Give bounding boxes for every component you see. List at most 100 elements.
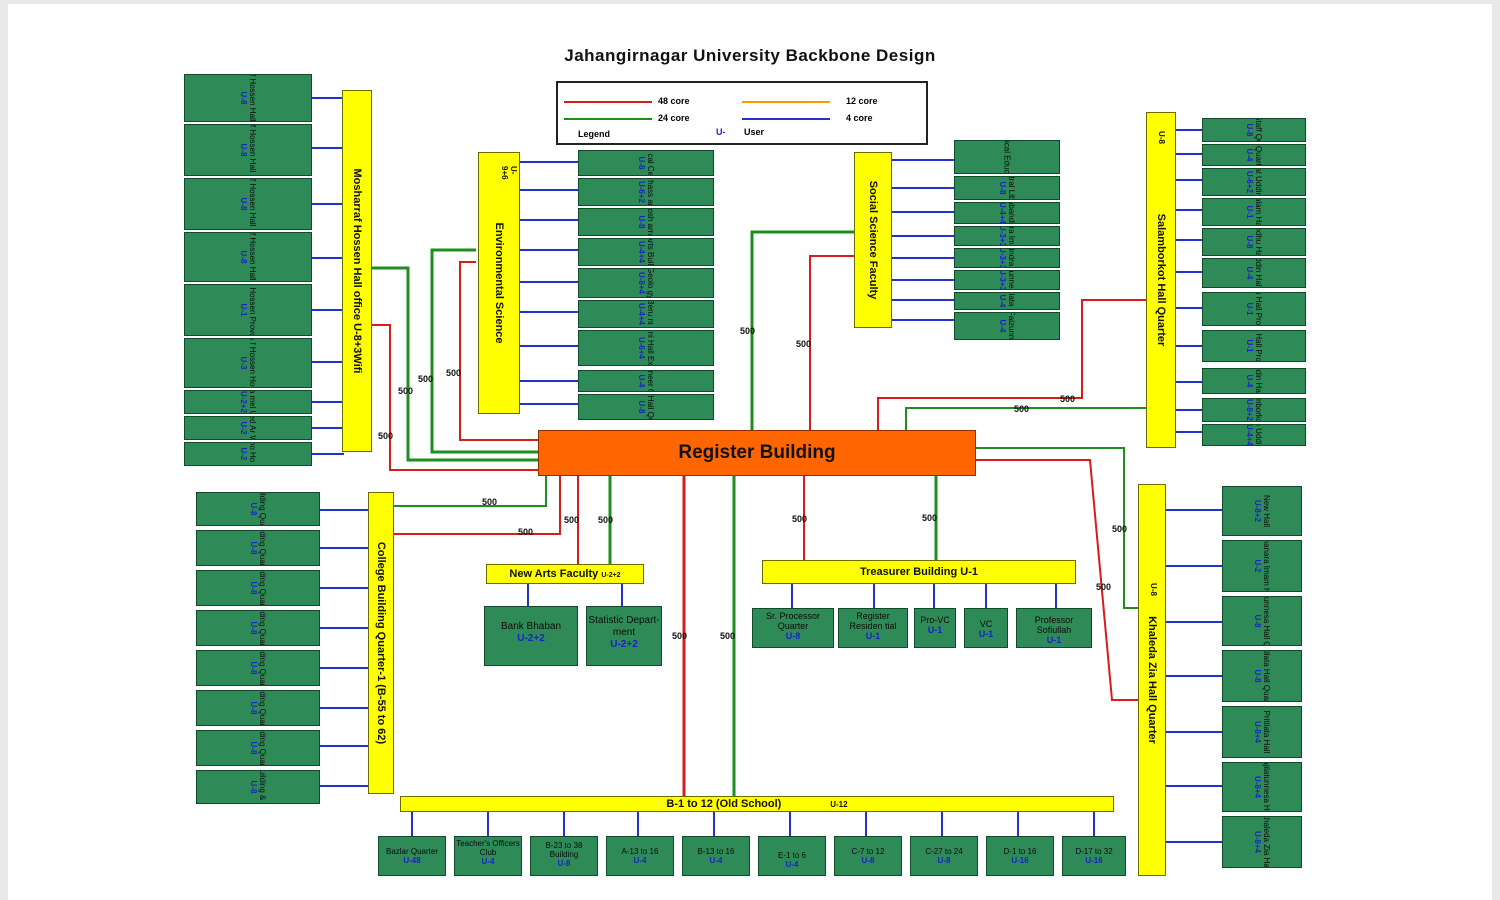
box-text: College Building Quarter-3 (B-54) <box>258 531 267 565</box>
box-text: Mosharraf Hossen Hall Quarter-2 <box>248 125 257 175</box>
box-text: Rabindra Hall <box>1007 249 1016 267</box>
box-text: Fazilatunnesa Hall Quarter <box>1262 596 1271 646</box>
box-u: U-8 <box>557 859 571 868</box>
box-u: U-8 <box>239 250 248 264</box>
box-text: Salamborkot Hall Provost Quarter <box>1254 331 1263 361</box>
env-box-6: Al- Beru ni Hall U-4+4 <box>578 300 714 328</box>
box-text: Hall Staff Quarter <box>1254 119 1263 141</box>
box-text: College Building Quarter-6 (B-48) <box>258 651 267 685</box>
link-label: 500 <box>672 631 688 641</box>
box-u: U-8+4 <box>1253 775 1262 798</box>
college-box-6: College Building Quarter-7 (B-40) U-8 <box>196 690 320 726</box>
box-u: U-48 <box>403 856 421 865</box>
box-u: U-4+4 <box>1245 424 1254 446</box>
box-u: U-8 <box>239 91 248 105</box>
box-u: U-2+2 <box>239 390 248 414</box>
box-u: U-8 <box>1253 614 1262 628</box>
college-box-1: College Building Quarter-2 (Off) U-8 <box>196 492 320 526</box>
box-u: U-4+4 <box>637 240 646 263</box>
box-text: Al- Beru ni Hall <box>646 300 655 328</box>
new-arts-bus: New Arts Faculty U-2+2 <box>486 564 644 584</box>
social-box-5: Rabindra Hall U-3+3 <box>954 248 1060 268</box>
box-text: C-7 to 12 <box>851 847 885 856</box>
social-box-4: Jahanara Imam Hall U-3+3 <box>954 226 1060 246</box>
box-u: U-8 <box>249 701 258 715</box>
box-text: College Building Quarter-4 (B-50) <box>258 571 267 605</box>
env-science-u: U-9+6 <box>500 166 518 180</box>
box-text: Mosharra f Hossen Provost Quarter <box>248 285 257 335</box>
mosharraf-box-2: Mosharraf Hossen Hall Quarter-2 U-8 <box>184 124 312 176</box>
box-text: E-1 to 6 <box>777 851 806 860</box>
env-box-2: Rajib hass an Hall U-6+2 <box>578 178 714 206</box>
box-text: Teacher's Officers Club <box>456 839 520 857</box>
legend-24core: 24 core <box>658 113 690 123</box>
link-label: 500 <box>1112 524 1128 534</box>
box-u: U-1 <box>978 629 994 639</box>
env-box-4: Old Arts Build ing U-4+4 <box>578 238 714 266</box>
box-u: U-4+4 <box>637 302 646 326</box>
box-u: U-4 <box>785 860 799 869</box>
box-text: Mosharraf Hossen Hall Quarter-3 <box>248 179 257 229</box>
salimullah-box-7: Kamal Uddin Hall Provost Quarter U-1 <box>1202 292 1306 326</box>
box-text: Sala mborkot Hall <box>1254 399 1263 421</box>
box-u: U-8+2 <box>1245 398 1254 422</box>
box-u: U-8 <box>239 143 248 157</box>
college-box-8: College Building & JU School U-8 <box>196 770 320 804</box>
legend-u: U- <box>716 127 726 137</box>
box-text: Register Residen tial <box>849 611 897 631</box>
box-text: Bank Bhaban <box>500 621 562 632</box>
env-science-label: Environmental Science <box>493 222 505 344</box>
box-u: U-8 <box>637 156 646 170</box>
box-u: U-4 <box>637 374 646 388</box>
box-u: U-8 <box>249 541 258 555</box>
box-text: College Building Quarter-2 (Off) <box>258 493 267 525</box>
salimullah-box-4: Shahid Salam Hall Provost U-1 <box>1202 198 1306 226</box>
box-text: Ca mel Un <box>248 390 257 414</box>
box-u: U-4 <box>998 319 1007 333</box>
box-text: Rajib Hall Quarter <box>646 395 655 419</box>
link-label: 500 <box>740 326 756 336</box>
link-label: 500 <box>398 386 414 396</box>
social-science-label: Social Science Faculty <box>867 180 879 300</box>
box-text: Physical Education <box>1002 140 1012 174</box>
box-u: U-1 <box>865 631 881 641</box>
env-box-1: Medi cal Cent er U-8 <box>578 150 714 176</box>
legend-title: Legend <box>578 129 611 139</box>
college-label: College Building Quarter-1 (B-55 to 62) <box>375 541 387 745</box>
box-u: U-1 <box>927 625 943 635</box>
box-u: U-8+2 <box>1253 499 1262 523</box>
box-text: Nawab Faizunnesa Hall <box>1007 313 1016 339</box>
box-u: U-8 <box>249 581 258 595</box>
new-arts-u: U-2+2 <box>601 572 621 579</box>
box-text: College Building Quarter-8 (B-44) <box>258 731 267 765</box>
env-box-3: Mirr Mosh arraf Bldg U-8 <box>578 208 714 236</box>
box-text: Bangabandhu Hall Quarter <box>1254 229 1263 255</box>
env-science-bus: Environmental Science U-9+6 <box>478 152 520 414</box>
box-u: U-8 <box>249 661 258 675</box>
box-u: U-1 <box>1046 635 1062 645</box>
link-label: 500 <box>1096 582 1112 592</box>
salimullah-box-2: Hall Quarter-2 U-4 <box>1202 144 1306 166</box>
box-text: Jasim Uddin Hall <box>1254 425 1263 445</box>
box-text: Bazlar Quarter <box>385 847 439 856</box>
diagram-title: Jahangirnagar University Backbone Design <box>564 46 936 65</box>
legend-48core: 48 core <box>658 96 690 106</box>
box-u: U-2 <box>239 447 248 461</box>
box-u: U-8 <box>249 780 258 794</box>
box-u: U-8 <box>937 856 951 865</box>
college-box-2: College Building Quarter-3 (B-54) U-8 <box>196 530 320 566</box>
link-label: 500 <box>418 374 434 384</box>
old-school-label: B-1 to 12 (Old School) <box>666 798 782 810</box>
link-label: 500 <box>720 631 736 641</box>
box-u: U-8 <box>249 502 258 516</box>
box-u: U-8 <box>998 181 1007 195</box>
env-box-8: Engi neer Office U-4 <box>578 370 714 392</box>
link-label: 500 <box>1014 404 1030 414</box>
social-box-3: Bang abandhu Hall U-4+4 <box>954 202 1060 224</box>
box-text: Fazilatunnesa Hall <box>1007 271 1016 289</box>
